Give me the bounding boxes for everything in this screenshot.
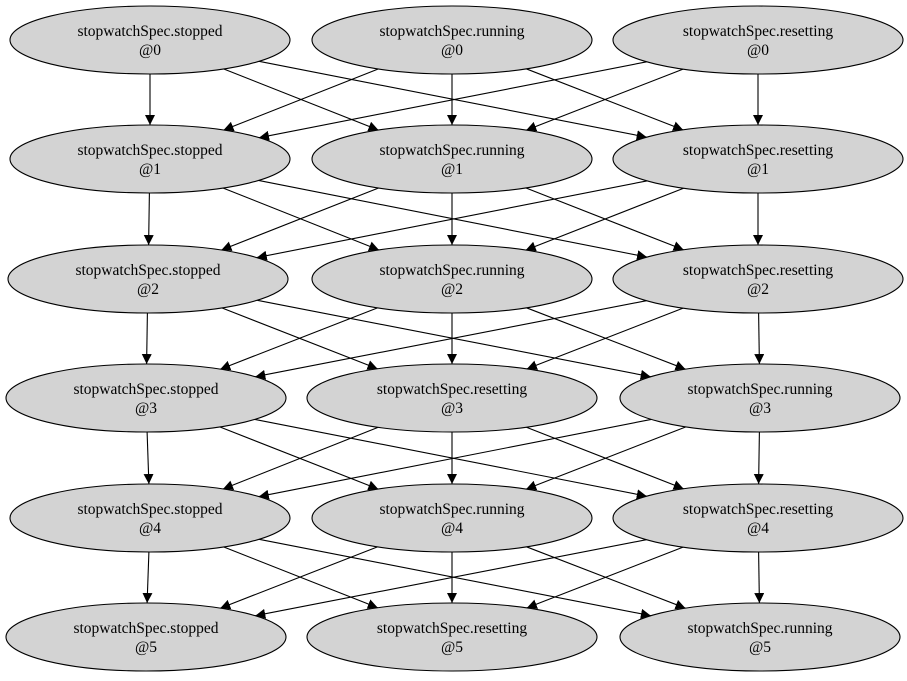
node-ellipse (612, 5, 904, 75)
graph-node-r5c1: stopwatchSpec.resetting @5 (306, 602, 598, 672)
graph-node-r4c2: stopwatchSpec.resetting @4 (612, 483, 904, 553)
edge-r4c2-to-r5c1 (526, 546, 684, 609)
edge-r2c2-to-r3c1 (526, 307, 684, 370)
node-state-label: stopwatchSpec.stopped (77, 23, 222, 40)
graph-node-r2c0: stopwatchSpec.stopped @2 (7, 244, 289, 314)
node-state-label: stopwatchSpec.running (379, 501, 524, 518)
edge-r3c2-to-r4c1 (525, 426, 687, 491)
edge-r1c0-to-r2c0 (143, 192, 154, 246)
node-ellipse (612, 244, 904, 314)
graph-node-r0c0: stopwatchSpec.stopped @0 (9, 5, 291, 75)
edge-r2c0-to-r3c0 (141, 312, 152, 365)
edge-r4c2-to-r5c0 (255, 539, 647, 619)
node-ellipse (5, 602, 287, 672)
graph-node-r3c1: stopwatchSpec.resetting @3 (306, 363, 598, 433)
node-step-label: @1 (139, 161, 161, 178)
node-state-label: stopwatchSpec.running (379, 23, 524, 40)
node-ellipse (311, 5, 593, 75)
edge-r2c2-to-r3c0 (255, 300, 647, 380)
edge-r0c2-to-r1c1 (526, 68, 684, 132)
graph-node-r2c1: stopwatchSpec.running @2 (311, 244, 593, 314)
node-ellipse (9, 124, 291, 194)
graph-node-r1c1: stopwatchSpec.running @1 (311, 124, 593, 194)
node-state-label: stopwatchSpec.stopped (77, 142, 222, 159)
node-ellipse (9, 483, 291, 553)
graph-node-r3c2: stopwatchSpec.running @3 (619, 363, 901, 433)
node-state-label: stopwatchSpec.running (379, 142, 524, 159)
graph-node-r4c1: stopwatchSpec.running @4 (311, 483, 593, 553)
node-state-label: stopwatchSpec.resetting (377, 381, 527, 398)
node-ellipse (311, 124, 593, 194)
node-ellipse (619, 363, 901, 433)
node-ellipse (619, 602, 901, 672)
node-step-label: @4 (747, 520, 769, 537)
node-step-label: @3 (441, 400, 463, 417)
node-step-label: @0 (747, 42, 769, 59)
edge-r2c2-to-r3c2 (754, 312, 765, 365)
node-ellipse (306, 363, 598, 433)
edge-r4c0-to-r5c2 (258, 538, 652, 619)
node-state-label: stopwatchSpec.stopped (73, 381, 218, 398)
graph-node-r3c0: stopwatchSpec.stopped @3 (5, 363, 287, 433)
node-step-label: @2 (441, 281, 463, 298)
node-step-label: @4 (139, 520, 161, 537)
node-state-label: stopwatchSpec.running (687, 620, 832, 637)
node-ellipse (9, 5, 291, 75)
node-ellipse (7, 244, 289, 314)
node-layer: stopwatchSpec.stopped@0stopwatchSpec.run… (5, 5, 904, 672)
node-step-label: @2 (137, 281, 159, 298)
node-step-label: @3 (749, 400, 771, 417)
node-step-label: @3 (135, 400, 157, 417)
edge-layer (141, 60, 765, 619)
edge-r3c0-to-r4c2 (254, 418, 647, 500)
graph-node-r0c1: stopwatchSpec.running @0 (311, 5, 593, 75)
node-step-label: @2 (747, 281, 769, 298)
node-state-label: stopwatchSpec.resetting (377, 620, 527, 637)
edge-r4c1-to-r5c0 (220, 546, 378, 610)
node-ellipse (612, 483, 904, 553)
graph-node-r1c2: stopwatchSpec.resetting @1 (612, 124, 904, 194)
edge-r4c2-to-r5c2 (754, 551, 765, 604)
node-state-label: stopwatchSpec.resetting (683, 262, 833, 279)
node-step-label: @0 (441, 42, 463, 59)
edge-r3c0-to-r4c0 (143, 431, 154, 485)
edge-r2c1-to-r3c0 (220, 307, 378, 371)
node-ellipse (311, 244, 593, 314)
node-step-label: @4 (441, 520, 463, 537)
node-ellipse (311, 483, 593, 553)
node-state-label: stopwatchSpec.resetting (683, 142, 833, 159)
graph-node-r2c2: stopwatchSpec.resetting @2 (612, 244, 904, 314)
edge-r0c2-to-r1c0 (258, 61, 647, 141)
node-state-label: stopwatchSpec.stopped (73, 620, 218, 637)
node-step-label: @5 (749, 639, 771, 656)
edge-r1c2-to-r2c1 (525, 187, 684, 252)
node-state-label: stopwatchSpec.stopped (75, 262, 220, 279)
node-ellipse (306, 602, 598, 672)
node-ellipse (612, 124, 904, 194)
node-ellipse (5, 363, 287, 433)
node-step-label: @5 (441, 639, 463, 656)
node-state-label: stopwatchSpec.resetting (683, 501, 833, 518)
node-step-label: @0 (139, 42, 161, 59)
edge-r1c2-to-r2c0 (256, 180, 648, 261)
node-state-label: stopwatchSpec.running (687, 381, 832, 398)
node-step-label: @1 (747, 161, 769, 178)
graph-node-r1c0: stopwatchSpec.stopped @1 (9, 124, 291, 194)
edge-r4c0-to-r5c0 (142, 551, 153, 604)
edge-r0c1-to-r1c0 (223, 68, 379, 132)
node-step-label: @1 (441, 161, 463, 178)
graph-node-r4c0: stopwatchSpec.stopped @4 (9, 483, 291, 553)
graph-node-r5c0: stopwatchSpec.stopped @5 (5, 602, 287, 672)
graph-node-r5c2: stopwatchSpec.running @5 (619, 602, 901, 672)
edge-r3c2-to-r4c2 (753, 431, 764, 485)
node-state-label: stopwatchSpec.running (379, 262, 524, 279)
edge-r3c2-to-r4c0 (258, 418, 652, 500)
node-step-label: @5 (135, 639, 157, 656)
node-state-label: stopwatchSpec.resetting (683, 23, 833, 40)
edge-r1c1-to-r2c0 (221, 187, 379, 251)
edge-r3c1-to-r4c0 (222, 426, 379, 490)
node-state-label: stopwatchSpec.stopped (77, 501, 222, 518)
graph-node-r0c2: stopwatchSpec.resetting @0 (612, 5, 904, 75)
